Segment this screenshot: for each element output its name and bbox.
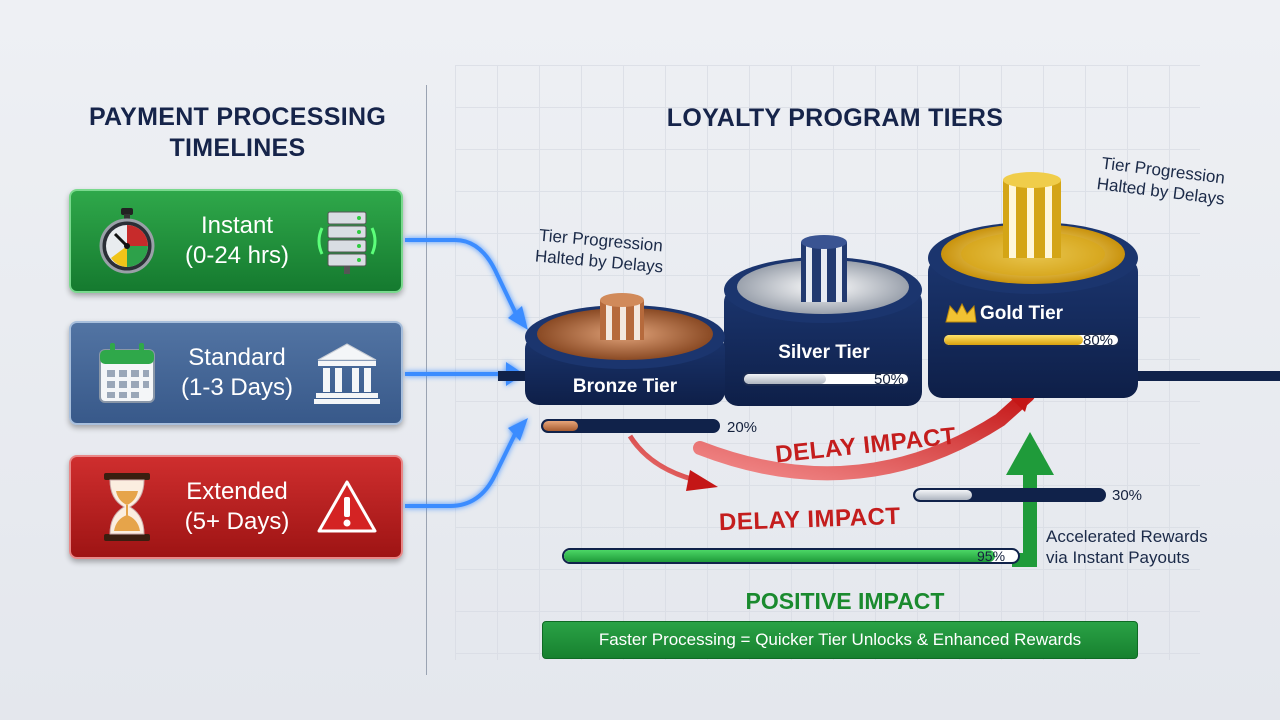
- accelerated-line-1: Accelerated Rewards: [1046, 527, 1208, 546]
- crown-icon: [945, 302, 977, 323]
- bronze-progress-label: 20%: [727, 419, 758, 436]
- accelerated-progress-label: 95%: [977, 548, 1006, 564]
- standard-label: Standard (1-3 Days): [167, 343, 307, 403]
- gold-progress-label: 80%: [1083, 332, 1114, 349]
- blue-connector-arrows: [405, 238, 520, 508]
- connector-instant: [405, 238, 520, 319]
- extended-progress-bar: [913, 488, 1106, 502]
- standard-name: Standard: [188, 344, 286, 371]
- delay-arrow-large: [693, 388, 1035, 481]
- extended-range: (5+ Days): [184, 508, 290, 535]
- positive-impact-caption: Faster Processing = Quicker Tier Unlocks…: [542, 621, 1138, 659]
- connector-extended: [405, 427, 520, 508]
- warning-icon: [307, 467, 387, 547]
- delay-arrow-small: [627, 434, 696, 483]
- bronze-progress-bar: [541, 419, 720, 433]
- loyalty-tiers-heading: LOYALTY PROGRAM TIERS: [666, 104, 1004, 132]
- silver-progress-fill: [744, 374, 826, 384]
- calendar-icon: [87, 333, 167, 413]
- platform-line: [1135, 371, 1280, 381]
- bronze-chip-stack: [600, 293, 644, 340]
- heading-line-2: TIMELINES: [169, 134, 306, 162]
- hourglass-icon: [87, 467, 167, 547]
- gold-progress-fill: [944, 335, 1084, 345]
- bronze-progress-fill: [543, 421, 578, 431]
- timeline-card-standard: Standard (1-3 Days): [69, 321, 403, 425]
- payment-timelines-heading: PAYMENT PROCESSING TIMELINES: [60, 102, 415, 164]
- accelerated-line-2: via Instant Payouts: [1046, 548, 1190, 567]
- bank-icon: [307, 333, 387, 413]
- gold-chip-stack: [1003, 172, 1061, 258]
- standard-range: (1-3 Days): [180, 374, 294, 401]
- silver-progress-label: 50%: [874, 371, 905, 388]
- instant-name: Instant: [200, 212, 274, 239]
- gold-tier-label: Gold Tier: [980, 303, 1064, 324]
- heading-line-1: PAYMENT PROCESSING: [88, 103, 387, 131]
- extended-progress-fill: [915, 490, 972, 500]
- accelerated-progress-fill: [564, 550, 996, 562]
- instant-range: (0-24 hrs): [184, 242, 290, 269]
- silver-tier-label: Silver Tier: [778, 342, 870, 363]
- bronze-tier-label: Bronze Tier: [572, 376, 678, 397]
- extended-label: Extended (5+ Days): [167, 477, 307, 537]
- timeline-card-extended: Extended (5+ Days): [69, 455, 403, 559]
- positive-impact-title: POSITIVE IMPACT: [745, 588, 945, 614]
- stopwatch-icon: [87, 201, 167, 281]
- section-divider: [426, 85, 427, 675]
- gold-progress-bar: [942, 333, 1120, 347]
- accelerated-progress-bar: [562, 548, 1020, 564]
- silver-progress-bar: [742, 372, 910, 386]
- instant-label: Instant (0-24 hrs): [167, 211, 307, 271]
- silver-chip-stack: [801, 235, 847, 302]
- extended-progress-label: 30%: [1112, 487, 1143, 504]
- server-icon: [307, 201, 387, 281]
- extended-name: Extended: [186, 478, 288, 505]
- timeline-card-instant: Instant (0-24 hrs): [69, 189, 403, 293]
- accelerated-rewards-label: Accelerated Rewards via Instant Payouts: [1046, 526, 1246, 568]
